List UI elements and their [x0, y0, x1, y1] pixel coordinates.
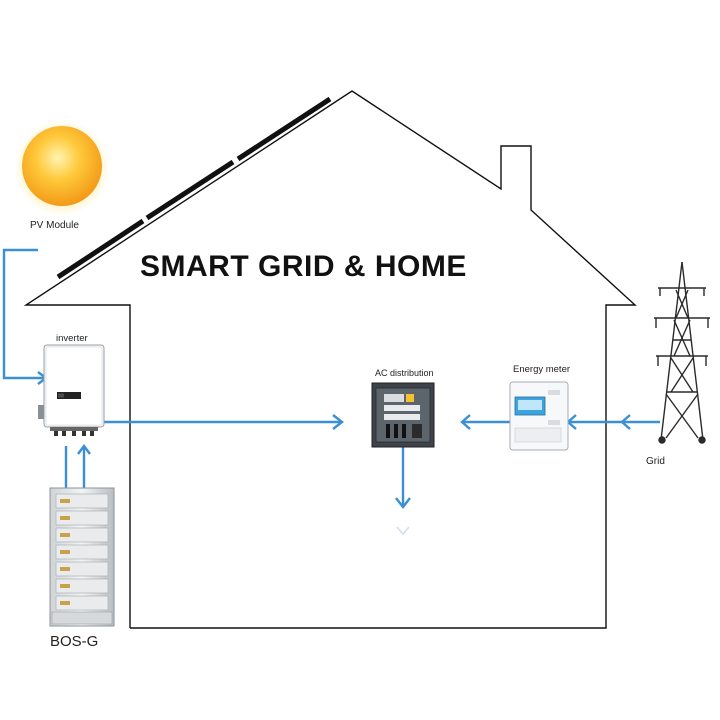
meter-ac-arrowhead: [460, 414, 471, 430]
house-outline: [23, 90, 637, 629]
transmission-tower-icon: [654, 261, 710, 444]
energy-meter-label: Energy meter: [513, 364, 571, 375]
inverter-icon: [38, 344, 105, 436]
inverter-label: inverter: [56, 333, 88, 344]
solar-panel-icon: [56, 96, 332, 280]
ac-down-arrowhead: [395, 497, 411, 509]
energy-flow-lines: [2, 248, 660, 509]
energy-meter-icon: [509, 381, 569, 451]
pv-to-inverter-line: [2, 248, 46, 380]
battery-label: BOS-G: [50, 633, 99, 650]
ac-distribution-label: AC distribution: [375, 368, 434, 378]
battery-rack-icon: [49, 487, 115, 627]
ac-distribution-box-icon: [371, 382, 435, 448]
pv-module-label: PV Module: [30, 220, 79, 231]
grid-tower-arrowhead: [620, 414, 631, 430]
faded-arrowhead: [396, 526, 410, 536]
diagram-title: SMART GRID & HOME: [140, 250, 467, 283]
sun-icon: [14, 120, 110, 216]
grid-label: Grid: [646, 456, 665, 467]
battery-arrowhead: [77, 444, 91, 455]
ac-arrowhead: [332, 414, 344, 430]
